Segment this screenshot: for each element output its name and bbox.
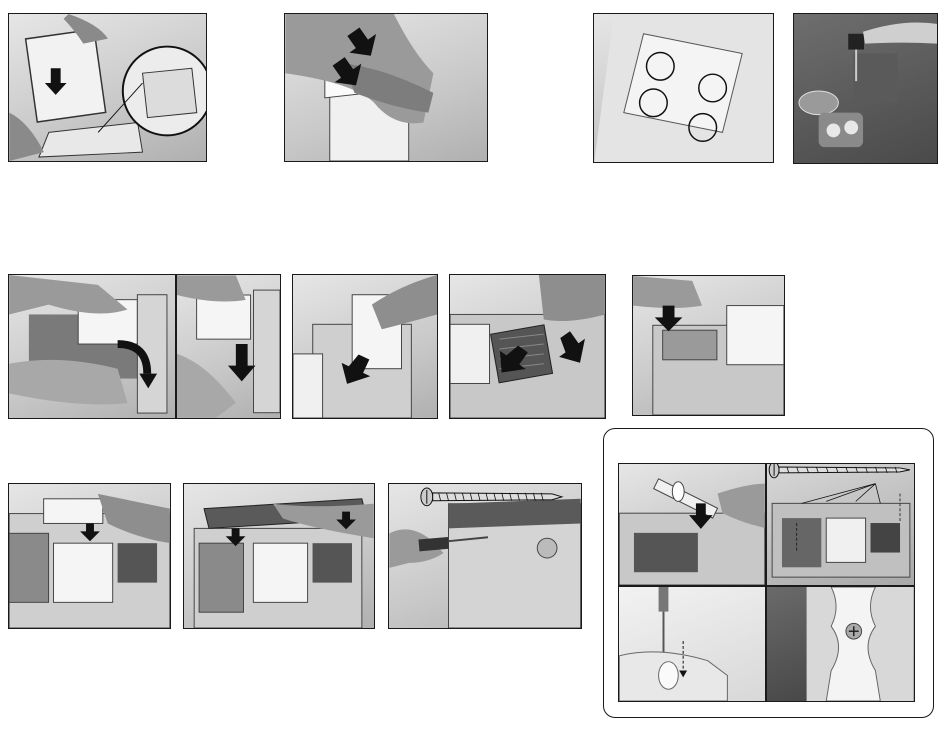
step-panel-inset-b <box>766 463 915 586</box>
screw-head-icon <box>846 623 862 639</box>
assembly-illustration <box>9 484 170 628</box>
step-panel-row3-a <box>8 483 171 629</box>
assembly-illustration <box>389 484 581 628</box>
assembly-illustration <box>794 14 937 163</box>
assembly-illustration <box>767 587 914 701</box>
screwdriver-icon <box>659 587 669 661</box>
step-panel-inset-a <box>618 463 766 586</box>
step-panel-row2-e <box>632 275 785 416</box>
step-panel-row2-b <box>176 274 281 419</box>
screw-icon <box>769 464 910 478</box>
step-panel-row1-a <box>8 13 207 162</box>
assembly-illustration <box>293 275 437 418</box>
step-panel-row2-d <box>449 274 606 419</box>
assembly-illustration <box>285 14 487 161</box>
step-panel-inset-c <box>618 586 766 702</box>
assembly-illustration <box>619 587 765 701</box>
assembly-illustration <box>9 14 206 161</box>
post-icon <box>654 479 718 518</box>
assembly-illustration <box>450 275 605 418</box>
assembly-illustration <box>767 464 914 585</box>
assembly-illustration <box>619 464 765 585</box>
step-panel-row1-c <box>593 13 774 163</box>
assembly-illustration <box>9 275 175 418</box>
assembly-illustration <box>177 275 280 418</box>
assembly-illustration <box>184 484 374 628</box>
step-panel-row3-b <box>183 483 375 629</box>
step-panel-row1-b <box>284 13 488 162</box>
step-panel-row3-c <box>388 483 582 629</box>
down-arrow-icon <box>228 344 255 381</box>
step-panel-row2-a <box>8 274 176 419</box>
step-panel-inset-d <box>766 586 915 702</box>
step-panel-row1-d <box>793 13 938 164</box>
assembly-illustration <box>594 14 773 162</box>
step-panel-row2-c <box>292 274 438 419</box>
assembly-illustration <box>633 276 784 415</box>
